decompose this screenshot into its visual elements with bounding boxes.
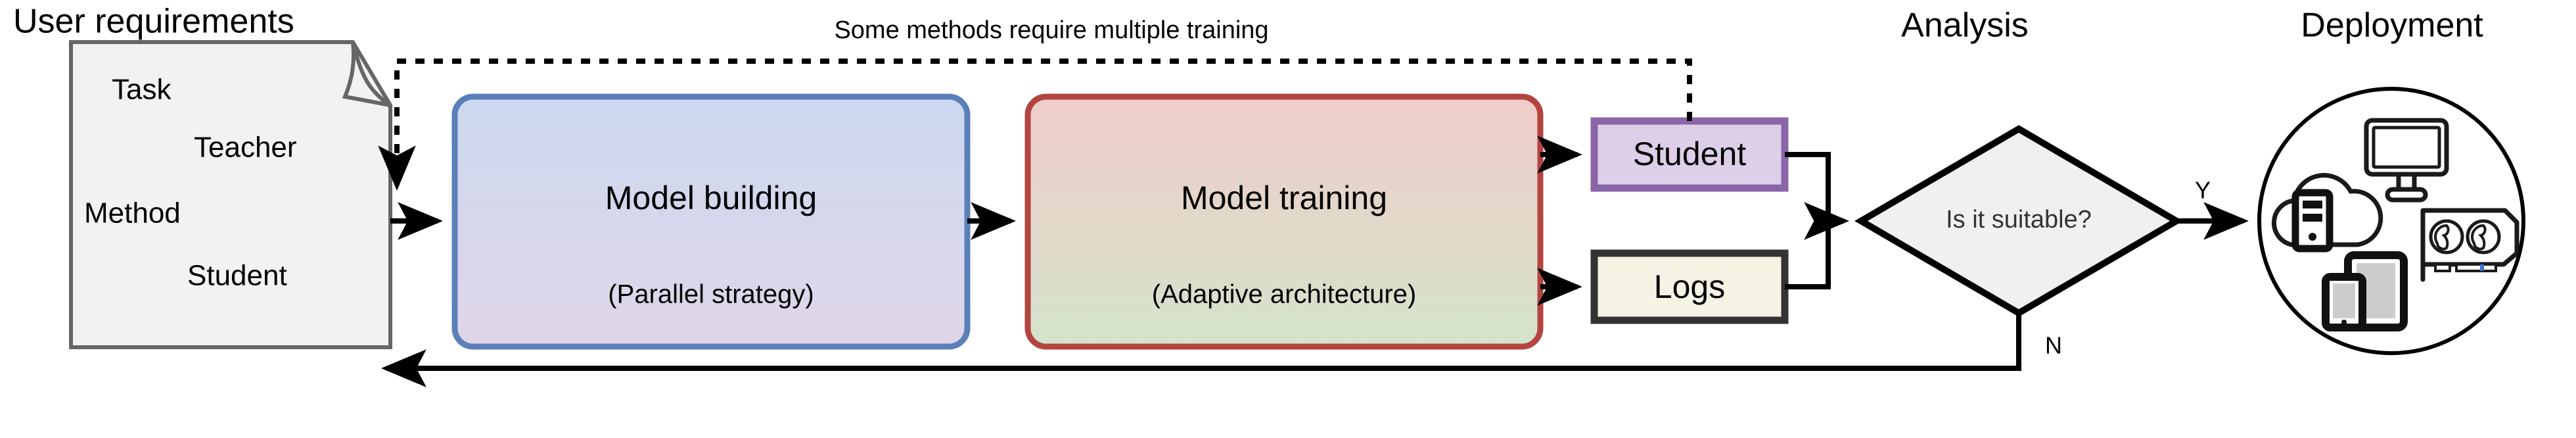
stage-box-model-training[interactable]: Model training (Adaptive architecture) (1024, 93, 1544, 350)
student-shape (1590, 117, 1789, 192)
loop-label-multiple-training: Some methods require multiple training (834, 16, 1268, 44)
model-training-title: Model training (1181, 180, 1387, 216)
gpu-card-icon (2420, 208, 2519, 282)
logs-shape (1590, 249, 1789, 324)
cloud-server-icon (2272, 173, 2383, 253)
section-label-analysis: Analysis (1901, 7, 2029, 45)
stage-box-model-building[interactable]: Model building (Parallel strategy) (451, 93, 971, 350)
decision-is-it-suitable[interactable]: Is it suitable? (1854, 125, 2183, 317)
tablet-phone-icon (2322, 251, 2408, 331)
document-fold-corner (342, 41, 392, 107)
model-training-shape (1024, 93, 1544, 350)
section-label-deployment: Deployment (2301, 7, 2483, 45)
document-item-task: Task (112, 74, 172, 106)
connector-outputs-merge (1785, 152, 1831, 289)
user-requirements-document[interactable]: Task Teacher Method Student (69, 40, 392, 349)
model-building-shape (451, 93, 971, 350)
loop-multiple-training (378, 59, 1692, 191)
logs-label: Logs (1654, 268, 1725, 305)
model-building-title: Model building (605, 180, 817, 216)
arrow-decision-no-feedback (380, 313, 2021, 387)
output-box-student[interactable]: Student (1590, 117, 1789, 192)
edge-label-no: N (2045, 332, 2062, 359)
output-box-logs[interactable]: Logs (1590, 249, 1789, 324)
edge-label-yes: Y (2195, 177, 2211, 204)
model-building-subtitle: (Parallel strategy) (608, 280, 814, 309)
desktop-monitor-icon (2364, 118, 2449, 203)
document-item-teacher: Teacher (194, 132, 297, 164)
student-label: Student (1633, 135, 1746, 172)
document-item-method: Method (84, 197, 181, 230)
decision-label: Is it suitable? (1946, 206, 2092, 233)
model-training-subtitle: (Adaptive architecture) (1152, 280, 1416, 309)
page-title-user-requirements: User requirements (13, 3, 294, 41)
document-body (69, 40, 392, 349)
document-item-student: Student (187, 260, 287, 292)
deployment-circle[interactable] (2257, 87, 2525, 355)
